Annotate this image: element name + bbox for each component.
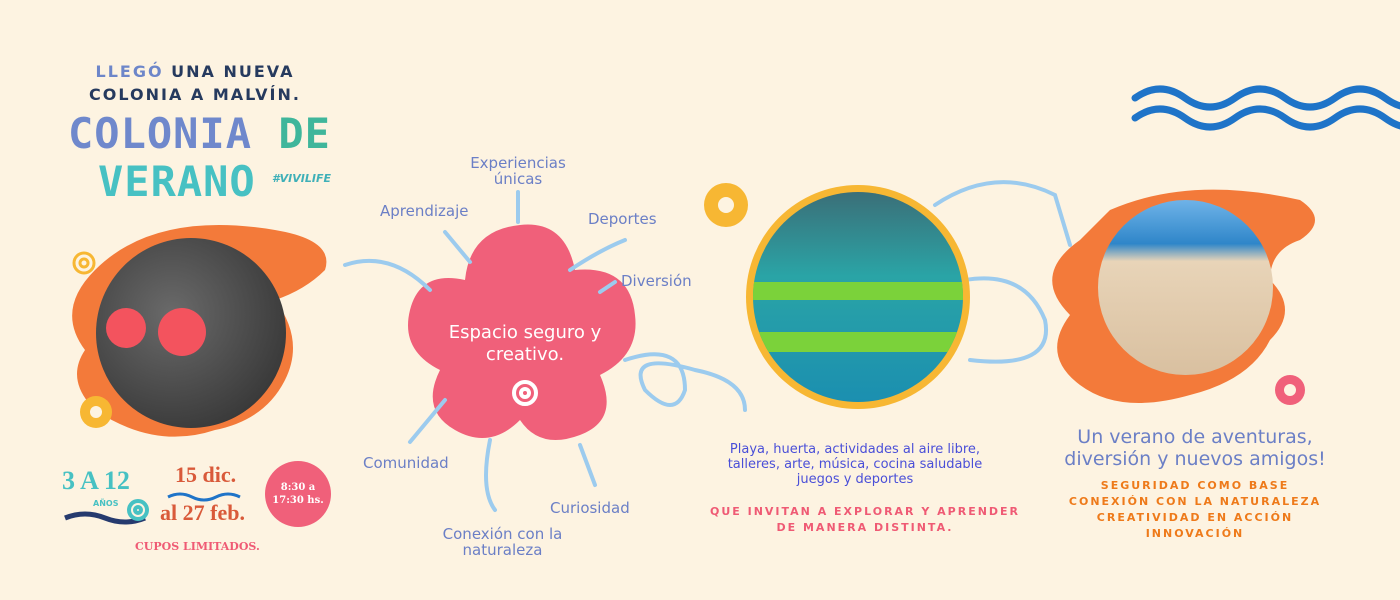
mindmap-item: Deportes [588,210,657,228]
pool-float [753,282,963,300]
flower-icon [704,183,748,227]
wave-icon [1131,85,1400,131]
mindmap-item: Experiencias únicas [470,154,566,188]
date-end: al 27 feb. [160,500,245,525]
date-start: 15 dic. [175,462,237,487]
hours-badge-bg [265,461,331,527]
photo-beach [1098,200,1273,375]
arrow-lines [343,180,1072,512]
value-item: INNOVACIÓN [1145,527,1245,540]
limited-spots: CUPOS LIMITADOS. [135,540,260,553]
hours-badge: 8:30 a 17:30 hs. [272,482,324,506]
hashtag: #VIVILIFE [272,172,331,185]
value-item: CREATIVIDAD EN ACCIÓN [1096,511,1294,524]
mindmap-item: Comunidad [363,454,449,472]
mindmap-item: Aprendizaje [380,202,469,220]
mindmap-item: Curiosidad [550,499,630,517]
title-line-1: COLONIA DE [68,109,331,158]
wave-icon [167,492,241,502]
center-text: Espacio seguro y creativo. [448,322,602,365]
pool-float [753,332,963,352]
spiral-icon [127,499,149,521]
value-item: SEGURIDAD COMO BASE [1100,479,1290,492]
spiral-icon [512,380,538,406]
center-flower [408,224,636,440]
slogan: Un verano de aventuras, diversión y nuev… [1064,426,1326,470]
flower-icon [1275,375,1305,405]
photo-pool [753,192,963,402]
age-unit: AÑOS [93,499,119,508]
title-line-2: VERANO [98,157,256,206]
activities-tagline: QUE INVITAN A EXPLORAR Y APRENDER DE MAN… [709,505,1021,534]
flower-icon [80,396,112,428]
values-list: SEGURIDAD COMO BASE CONEXIÓN CON LA NATU… [1060,478,1330,542]
balloon [158,308,206,356]
balloon [106,308,146,348]
mindmap-item: Diversión [621,272,692,290]
age-range: 3 A 12 [62,466,130,495]
mindmap-item: Conexión con la naturaleza [442,525,563,559]
activities-description: Playa, huerta, actividades al aire libre… [727,442,983,487]
photo-kids-balloons [96,238,286,428]
sun-icon [72,251,96,275]
wave-icon [64,511,146,525]
intro-text: LLEGÓ UNA NUEVA COLONIA A MALVÍN. [89,62,301,104]
value-item: CONEXIÓN CON LA NATURALEZA [1068,495,1322,508]
